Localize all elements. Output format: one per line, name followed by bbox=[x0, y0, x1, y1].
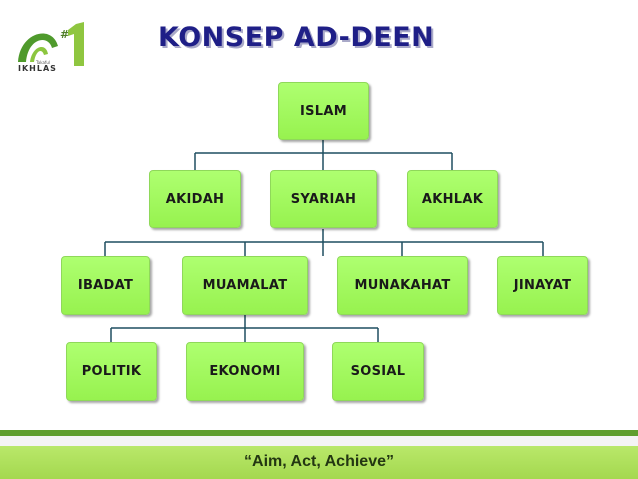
footer-divider bbox=[0, 436, 638, 446]
footer-tagline: “Aim, Act, Achieve” bbox=[244, 453, 394, 470]
node-ibadat: IBADAT bbox=[61, 256, 150, 315]
logo-arch-icon bbox=[18, 33, 58, 62]
page-title: KONSEP AD-DEEN bbox=[158, 22, 435, 53]
footer-stripe bbox=[0, 430, 638, 436]
takaful-ikhlas-logo: # IKHLAS Takaful bbox=[18, 22, 84, 73]
node-muamalat: MUAMALAT bbox=[182, 256, 308, 315]
logo-number-one bbox=[68, 22, 84, 66]
node-jinayat: JINAYAT bbox=[497, 256, 588, 315]
logo-brand: IKHLAS bbox=[18, 64, 57, 73]
logo-small-text: Takaful bbox=[35, 60, 50, 65]
node-munakahat: MUNAKAHAT bbox=[337, 256, 468, 315]
node-akhlak: AKHLAK bbox=[407, 170, 498, 228]
node-syariah: SYARIAH bbox=[270, 170, 377, 228]
logo-number-prefix: # bbox=[60, 28, 69, 41]
node-islam: ISLAM bbox=[278, 82, 369, 140]
node-akidah: AKIDAH bbox=[149, 170, 241, 228]
footer-band bbox=[0, 446, 638, 479]
node-ekonomi: EKONOMI bbox=[186, 342, 304, 401]
node-politik: POLITIK bbox=[66, 342, 157, 401]
node-sosial: SOSIAL bbox=[332, 342, 424, 401]
